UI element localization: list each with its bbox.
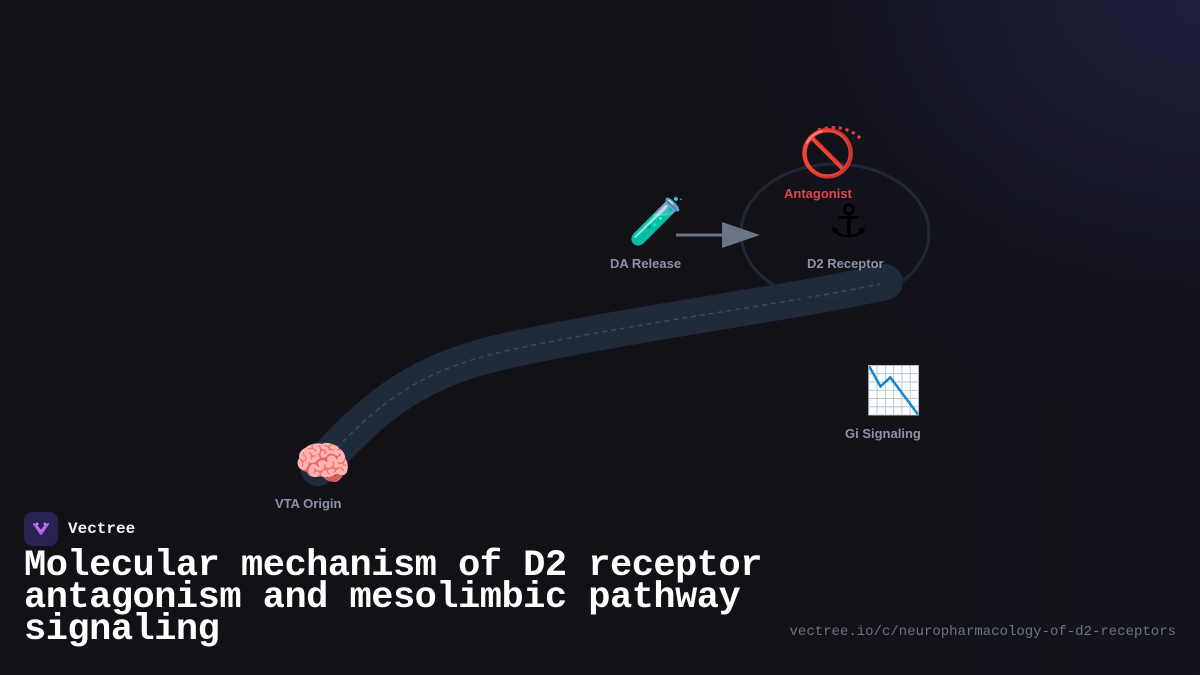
vta-origin-label: VTA Origin [275, 496, 342, 511]
pathway-centerline [317, 283, 881, 469]
source-url: vectree.io/c/neuropharmacology-of-d2-rec… [789, 624, 1176, 640]
test-tube-icon: 🧪 [628, 194, 686, 248]
antagonist-label: Antagonist [784, 186, 852, 201]
no-entry-icon: 🚫 [799, 126, 857, 180]
antagonist-binding-arc [817, 126, 864, 142]
page-title: Molecular mechanism of D2 receptor antag… [24, 545, 762, 651]
gi-signaling-label: Gi Signaling [845, 426, 921, 441]
anchor-icon: ⚓ [828, 194, 870, 248]
da-release-label: DA Release [610, 256, 682, 271]
vectree-logo-icon [24, 512, 58, 546]
d2-receptor-label: D2 Receptor [807, 256, 884, 271]
chart-decreasing-icon: 📉 [865, 363, 923, 417]
brain-icon: 🧠 [294, 436, 352, 490]
brand-name: Vectree [68, 520, 136, 538]
brand: Vectree [24, 512, 135, 546]
mesolimbic-pathway [300, 264, 903, 486]
release-arrow-head [722, 222, 760, 248]
